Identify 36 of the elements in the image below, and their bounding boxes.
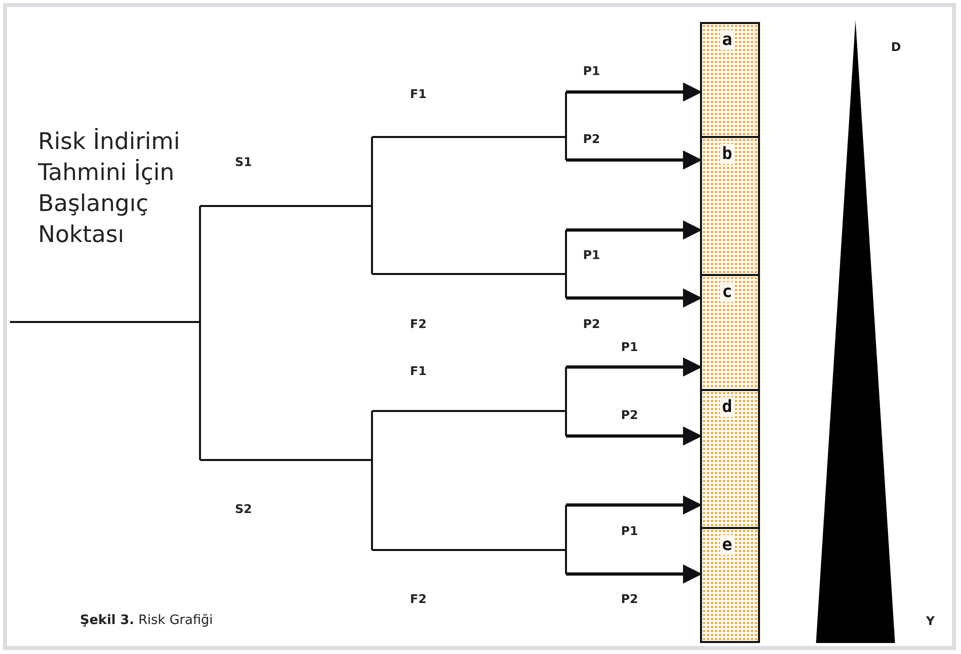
branch-label: F1 (410, 364, 427, 378)
outcome-box (700, 274, 760, 391)
box-letter: b (720, 144, 734, 164)
outcome-box (700, 136, 760, 276)
scale-label: Y (926, 614, 935, 628)
box-letter: a (720, 30, 734, 50)
branch-label: P2 (583, 132, 600, 146)
box-letter: d (720, 397, 734, 417)
scale-label: D (891, 40, 901, 54)
branch-label: P1 (621, 524, 638, 538)
branch-label: P1 (621, 340, 638, 354)
figure-caption: Şekil 3. Risk Grafiği (80, 613, 213, 628)
branch-label: P2 (621, 592, 638, 606)
arrow (566, 426, 702, 446)
start-point-label: Risk İndirimi Tahmini İçin Başlangıç Noktası (38, 127, 181, 250)
branch-label: P1 (583, 248, 600, 262)
arrow (566, 220, 702, 240)
outcome-box (700, 22, 760, 138)
arrow (566, 357, 702, 377)
branch-label: F2 (410, 317, 427, 331)
arrow (566, 495, 702, 515)
branch-label: P2 (621, 408, 638, 422)
branch-label: F1 (410, 87, 427, 101)
arrow (566, 564, 702, 584)
arrow (566, 150, 702, 170)
arrow (566, 82, 702, 102)
branch-label: S2 (235, 502, 252, 516)
outcome-box (700, 389, 760, 529)
branch-label: F2 (410, 592, 427, 606)
branch-label: P2 (583, 317, 600, 331)
branch-label: P1 (583, 64, 600, 78)
arrow (566, 288, 702, 308)
branch-label: S1 (235, 155, 252, 169)
box-letter: c (720, 282, 734, 302)
outcome-box (700, 527, 760, 643)
box-letter: e (720, 535, 734, 555)
